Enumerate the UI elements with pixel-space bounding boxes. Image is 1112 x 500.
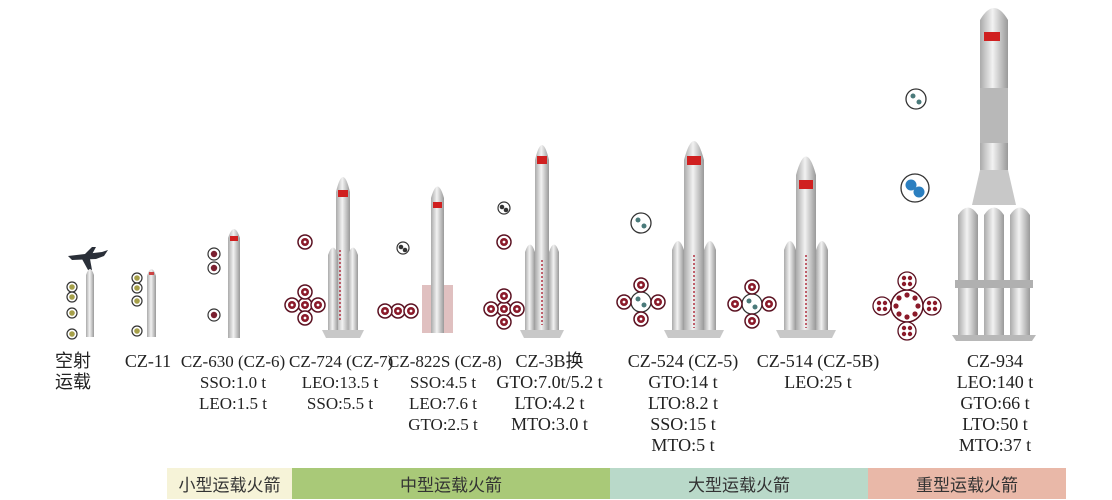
- payload-spec: SSO:5.5 t: [306, 394, 374, 413]
- payload-spec: LEO:7.6 t: [409, 394, 477, 413]
- class-band-large: 大型运载火箭: [610, 468, 868, 499]
- class-label: 重型运载火箭: [916, 476, 1018, 495]
- cz-934-rocket: [872, 8, 1036, 341]
- class-band-medium: 中型运载火箭: [292, 468, 610, 499]
- rocket-name: 空射: [55, 351, 91, 371]
- payload-spec: MTO:3.0 t: [511, 414, 588, 434]
- rocket-label-cz-630: CZ-630 (CZ-6) SSO:1.0 t LEO:1.5 t: [178, 351, 288, 414]
- payload-spec: LEO:140 t: [956, 372, 1034, 392]
- cz-724-rocket: [284, 177, 364, 338]
- rocket-name: CZ-3B换: [515, 351, 584, 371]
- rocket-label-air-launch: 空射 运载: [55, 351, 91, 393]
- rocket-label-cz-11: CZ-11: [120, 351, 176, 372]
- rocket-name: CZ-514 (CZ-5B): [756, 351, 880, 371]
- rocket-name: CZ-524 (CZ-5): [627, 351, 739, 371]
- rocket-name: 运载: [55, 372, 91, 392]
- rocket-label-cz-934: CZ-934 LEO:140 t GTO:66 t LTO:50 t MTO:3…: [945, 351, 1045, 456]
- rocket-label-cz-524: CZ-524 (CZ-5) GTO:14 t LTO:8.2 t SSO:15 …: [622, 351, 744, 456]
- cz-514-rocket: [727, 156, 836, 338]
- class-band-heavy: 重型运载火箭: [868, 468, 1066, 499]
- payload-spec: MTO:5 t: [651, 435, 715, 455]
- cz-822s-rocket: [377, 186, 453, 333]
- payload-spec: LTO:50 t: [962, 414, 1028, 434]
- payload-spec: LEO:13.5 t: [301, 373, 379, 392]
- cz-11-rocket: [131, 269, 156, 337]
- cz-3b-rocket: [483, 145, 564, 338]
- payload-spec: GTO:2.5 t: [408, 415, 478, 434]
- rocket-label-cz-3b: CZ-3B换 GTO:7.0t/5.2 t LTO:4.2 t MTO:3.0 …: [492, 351, 607, 435]
- payload-spec: SSO:4.5 t: [409, 373, 477, 392]
- cz-630-rocket: [207, 229, 240, 338]
- class-band-small: 小型运载火箭: [167, 468, 292, 499]
- rocket-illustration: [66, 8, 1036, 341]
- payload-spec: LEO:1.5 t: [199, 394, 267, 413]
- payload-spec: SSO:15 t: [650, 414, 716, 434]
- payload-spec: MTO:37 t: [958, 435, 1032, 455]
- air-launch-rocket: [66, 269, 94, 340]
- cz-524-rocket: [616, 141, 724, 338]
- rocket-name: CZ-822S (CZ-8): [388, 352, 502, 371]
- class-label: 小型运载火箭: [178, 476, 281, 495]
- rocket-label-cz-514: CZ-514 (CZ-5B) LEO:25 t: [750, 351, 886, 393]
- payload-spec: GTO:66 t: [960, 393, 1030, 413]
- payload-spec: LTO:8.2 t: [647, 393, 718, 413]
- rocket-name: CZ-630 (CZ-6): [180, 352, 286, 371]
- rocket-label-cz-724: CZ-724 (CZ-7) LEO:13.5 t SSO:5.5 t: [289, 351, 394, 414]
- rocket-name: CZ-11: [124, 351, 172, 371]
- payload-spec: LTO:4.2 t: [514, 393, 585, 413]
- payload-spec: SSO:1.0 t: [199, 373, 267, 392]
- rocket-label-cz-822s: CZ-822S (CZ-8) SSO:4.5 t LEO:7.6 t GTO:2…: [388, 351, 502, 435]
- rocket-name: CZ-724 (CZ-7): [289, 352, 394, 371]
- payload-spec: GTO:7.0t/5.2 t: [496, 372, 603, 392]
- payload-spec: LEO:25 t: [784, 372, 852, 392]
- class-label: 中型运载火箭: [400, 476, 502, 495]
- rocket-name: CZ-934: [967, 351, 1023, 371]
- airplane-icon: [68, 247, 108, 270]
- payload-spec: GTO:14 t: [648, 372, 718, 392]
- class-label: 大型运载火箭: [688, 476, 790, 495]
